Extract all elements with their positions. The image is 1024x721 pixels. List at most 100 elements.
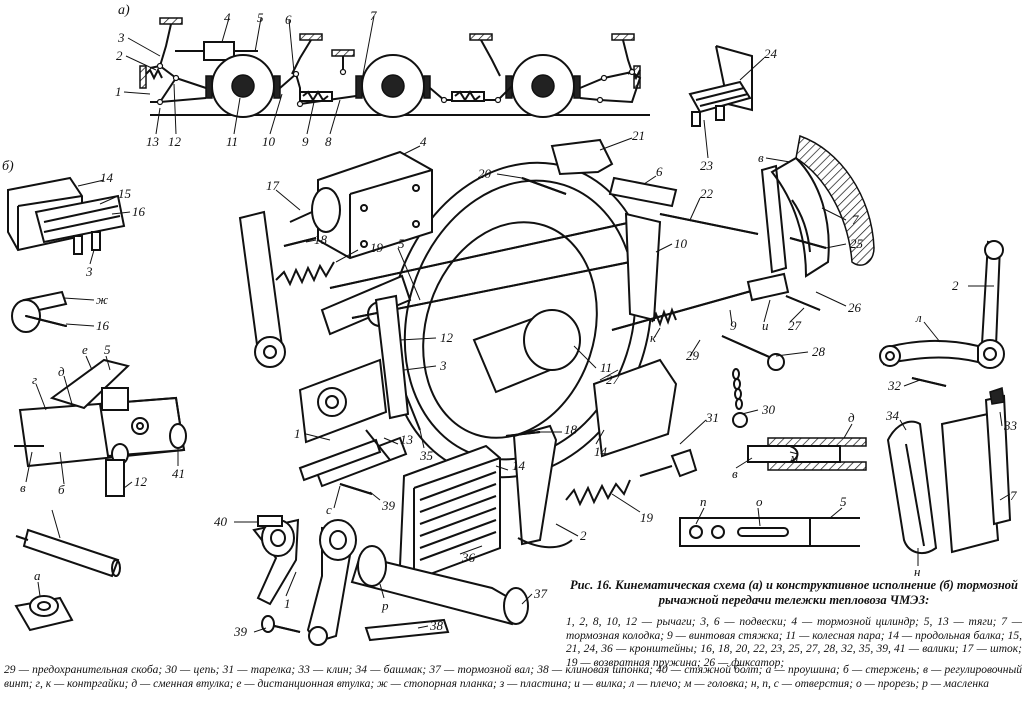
scheme-label-13: 13 [146,134,160,149]
label-22: 22 [700,186,714,201]
label-20: 20 [478,166,492,181]
label-32: 32 [887,378,902,393]
label-r: р [381,598,389,613]
scheme-label-10: 10 [262,134,276,149]
label-k: к [650,330,657,345]
label-29: 29 [686,348,700,363]
label-31: 31 [705,410,719,425]
chain [732,368,748,428]
label-5: 5 [398,236,405,251]
label-38: 38 [429,618,444,633]
label-14-front: 14 [512,458,526,473]
label-36: 36 [461,550,476,565]
label-v-shoe: в [758,150,764,165]
label-7-lower: 7 [1010,488,1017,503]
label-3: 3 [439,358,447,373]
label-13: 13 [400,432,414,447]
label-39-lower: 39 [233,624,248,639]
left-label-14: 14 [100,170,114,185]
label-40: 40 [214,514,228,529]
label-17: 17 [266,178,280,193]
scheme-label-8: 8 [325,134,332,149]
label-1-lower: 1 [284,596,291,611]
arm-lever [306,519,357,646]
label-p: п [700,494,707,509]
main-labels: 24 23 21 4 20 6 22 в 7 25 17 10 18 19 5 … [214,46,1018,639]
main-assembly [238,138,821,646]
label-18-mid: 18 [564,422,578,437]
left-labels: 14 15 16 3 ж 16 е 5 г д 41 в б 12 а [20,170,185,583]
left-label-16: 16 [132,204,146,219]
left-label-15: 15 [118,186,132,201]
left-label-e: е [82,342,88,357]
scheme-label-12: 12 [168,134,182,149]
wheel-3 [511,54,575,118]
label-o: о [756,494,763,509]
label-25: 25 [850,236,864,251]
left-label-16-pin: 16 [96,318,110,333]
brake-cylinder [289,150,433,260]
left-label-a: а [34,568,41,583]
left-label-g: г [32,372,37,387]
label-10: 10 [674,236,688,251]
scheme-label-9: 9 [302,134,309,149]
label-2-lower: 2 [580,528,587,543]
figure-legend-part-2: 29 — предохранительная скоба; 30 — цепь;… [4,664,1022,690]
figure-caption-title: Рис. 16. Кинематическая схема (а) и конс… [569,578,1019,607]
scheme-label-4: 4 [224,10,231,25]
scheme-label-1: 1 [115,84,122,99]
label-21: 21 [632,128,645,143]
label-39-upper: 39 [381,498,396,513]
front-bracket [398,444,501,582]
label-34: 34 [885,408,900,423]
label-27-top: 27 [788,318,802,333]
label-m: м [789,450,798,465]
left-label-5: 5 [104,342,111,357]
label-l: л [915,310,922,325]
label-23: 23 [700,158,714,173]
left-label-12: 12 [134,474,148,489]
label-7-shoe: 7 [852,212,859,227]
scheme-label-5: 5 [257,10,264,25]
label-30: 30 [761,402,776,417]
figure-legend-part-1: 1, 2, 8, 10, 12 — рычаги; 3, 6 — подвеск… [566,616,1022,669]
label-18-top: 18 [314,232,328,247]
scheme-label-2: 2 [116,48,123,63]
left-label-zh: ж [96,292,108,307]
label-d-fork: д [848,410,855,425]
label-2-right: 2 [952,278,959,293]
label-5-bar: 5 [840,494,847,509]
label-n: н [914,564,920,579]
clamp-lever [252,515,300,606]
label-4: 4 [420,134,427,149]
section-label-b: б) [2,159,14,174]
left-label-41: 41 [172,466,185,481]
scheme-label-6: 6 [285,12,292,27]
label-9: 9 [730,318,737,333]
label-37: 37 [533,586,548,601]
label-12: 12 [440,330,454,345]
label-i: и [762,318,769,333]
left-label-v: в [20,480,26,495]
right-details [639,45,1012,555]
left-label-d: д [58,364,65,379]
label-v-fork: в [732,466,738,481]
label-19-top: 19 [370,240,384,255]
label-26: 26 [848,300,862,315]
kinematic-scheme: 3 4 5 6 7 2 1 13 12 11 10 9 8 [115,8,650,149]
label-s: с [326,502,332,517]
left-label-3: 3 [85,264,93,279]
scheme-label-3: 3 [117,30,125,45]
label-14-rear: 14 [594,444,608,459]
left-label-b: б [58,482,65,497]
wheel-1 [211,54,275,118]
wheel-2 [361,54,425,118]
label-6: 6 [656,164,663,179]
label-35: 35 [419,448,434,463]
scheme-label-11: 11 [226,134,238,149]
left-levers [238,210,412,488]
label-11: 11 [600,360,612,375]
leader-lines [25,57,1011,633]
